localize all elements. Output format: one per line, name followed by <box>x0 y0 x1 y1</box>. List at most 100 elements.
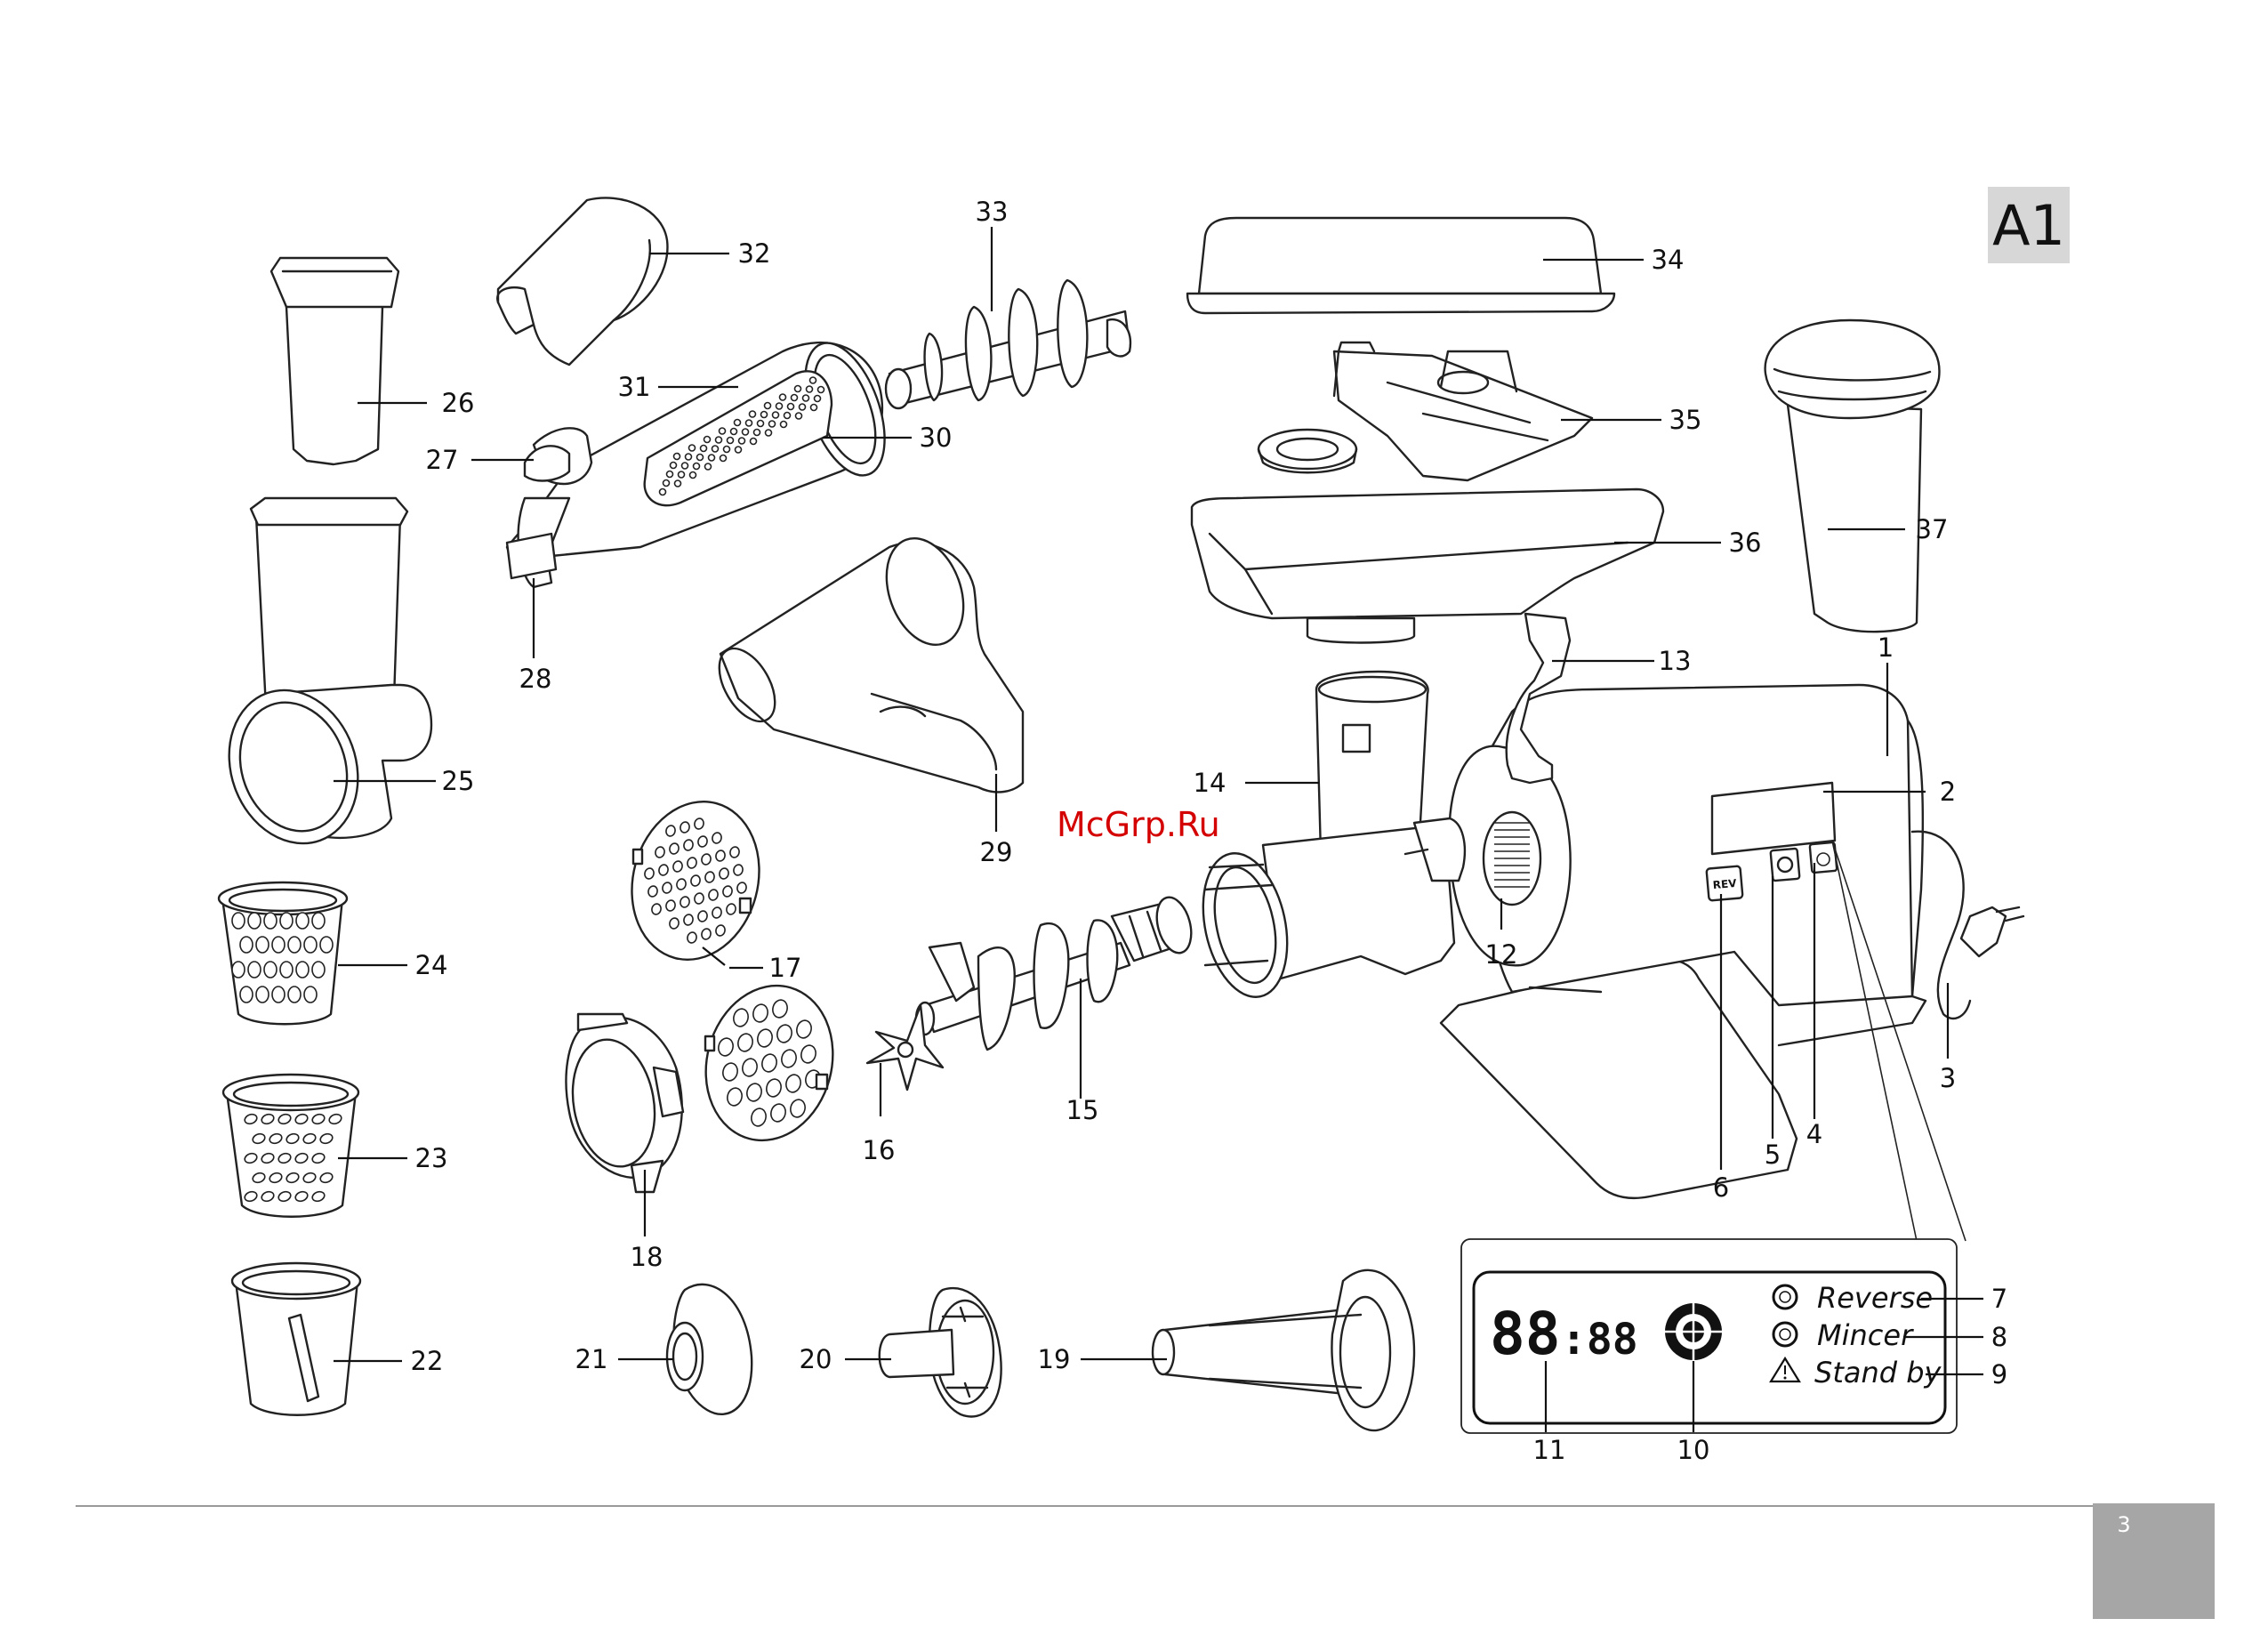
hole <box>739 438 745 444</box>
callout-10: 10 <box>1677 1435 1710 1465</box>
hole <box>264 962 277 978</box>
callout-29: 29 <box>980 837 1013 867</box>
part-pusher-large <box>1765 320 1940 632</box>
hole <box>754 430 760 436</box>
callout-13: 13 <box>1659 646 1692 676</box>
part-juicer-cap <box>497 197 667 365</box>
part-mincing-plate-fine <box>615 787 776 974</box>
rev-button-label: REV <box>1712 877 1738 891</box>
callout-7: 7 <box>1991 1284 2007 1314</box>
callout-16: 16 <box>863 1135 896 1165</box>
hole <box>761 412 768 418</box>
callout-5: 5 <box>1765 1140 1781 1170</box>
hole <box>769 421 776 427</box>
hole <box>682 463 688 469</box>
hole <box>690 472 696 479</box>
part-drum-coarse <box>219 882 347 1024</box>
hole <box>724 447 730 453</box>
hole <box>240 937 253 953</box>
watermark: McGrp.Ru <box>1057 805 1220 844</box>
hole <box>720 428 726 434</box>
hole <box>679 471 685 478</box>
hole <box>810 377 816 383</box>
indicator-standby-label: Stand by <box>1814 1356 1942 1389</box>
hole <box>232 962 245 978</box>
part-pusher-small <box>271 258 398 464</box>
page-number-badge: 3 <box>2093 1503 2215 1619</box>
hole <box>773 412 779 418</box>
callout-36: 36 <box>1729 528 1762 558</box>
callout-1: 1 <box>1878 632 1894 663</box>
hole <box>296 913 309 929</box>
callout-21: 21 <box>575 1344 608 1374</box>
callout-15: 15 <box>1066 1095 1099 1125</box>
hole <box>312 962 325 978</box>
hole <box>694 463 700 470</box>
hole <box>272 937 285 953</box>
hole <box>709 455 715 461</box>
hole <box>660 489 666 495</box>
hole <box>728 438 734 444</box>
hole <box>720 455 727 462</box>
hole <box>674 454 680 460</box>
hole <box>704 437 711 443</box>
callout-26: 26 <box>442 388 475 418</box>
callout-23: 23 <box>415 1143 448 1173</box>
callout-35: 35 <box>1669 405 1702 435</box>
hole <box>667 471 673 478</box>
part-feeding-frame <box>1259 342 1592 480</box>
hole <box>811 405 817 411</box>
indicator-mincer-label: Mincer <box>1817 1318 1914 1352</box>
callout-19: 19 <box>1038 1344 1071 1374</box>
part-drum-slicer <box>232 1263 360 1415</box>
part-sausage-base <box>667 1285 752 1414</box>
callout-30: 30 <box>920 423 953 453</box>
hole <box>746 420 752 426</box>
callout-28: 28 <box>519 664 552 694</box>
hole <box>788 404 794 410</box>
hole <box>736 447 742 453</box>
callout-2: 2 <box>1940 777 1956 807</box>
hole <box>304 937 317 953</box>
hole <box>712 446 719 452</box>
hole <box>264 913 277 929</box>
hole <box>304 987 317 1003</box>
hole <box>248 913 261 929</box>
part-mincing-plate-coarse <box>689 971 850 1155</box>
callout-4: 4 <box>1806 1119 1822 1149</box>
part-kebbe-cone <box>880 1288 1001 1416</box>
hole <box>780 394 786 400</box>
hole <box>751 439 757 445</box>
hole <box>807 386 813 392</box>
hole <box>248 962 261 978</box>
hole <box>800 404 806 410</box>
part-tray-lid <box>1187 218 1614 313</box>
hole <box>792 395 798 401</box>
callout-17: 17 <box>769 953 802 983</box>
part-main-tray <box>1192 489 1663 643</box>
hole <box>803 395 809 401</box>
hole <box>240 987 253 1003</box>
part-head-housing <box>1191 672 1465 1005</box>
display-time-small: :88 <box>1561 1315 1638 1365</box>
part-sausage-nozzle <box>1153 1270 1414 1430</box>
hole <box>705 463 712 470</box>
hole <box>288 937 301 953</box>
hole <box>280 913 293 929</box>
hole <box>818 387 824 393</box>
hole <box>758 421 764 427</box>
part-juicer-body <box>507 333 900 587</box>
hole <box>288 987 301 1003</box>
part-juicer-auger <box>886 280 1130 408</box>
section-label: A1 <box>1992 193 2065 258</box>
hole <box>296 962 309 978</box>
hole <box>765 403 771 409</box>
callout-11: 11 <box>1533 1435 1566 1465</box>
callout-9: 9 <box>1991 1359 2007 1389</box>
part-juice-tray <box>708 528 1023 792</box>
hole <box>743 429 749 435</box>
callout-14: 14 <box>1194 768 1226 798</box>
power-dial-icon <box>1665 1303 1722 1360</box>
hole <box>796 413 802 419</box>
